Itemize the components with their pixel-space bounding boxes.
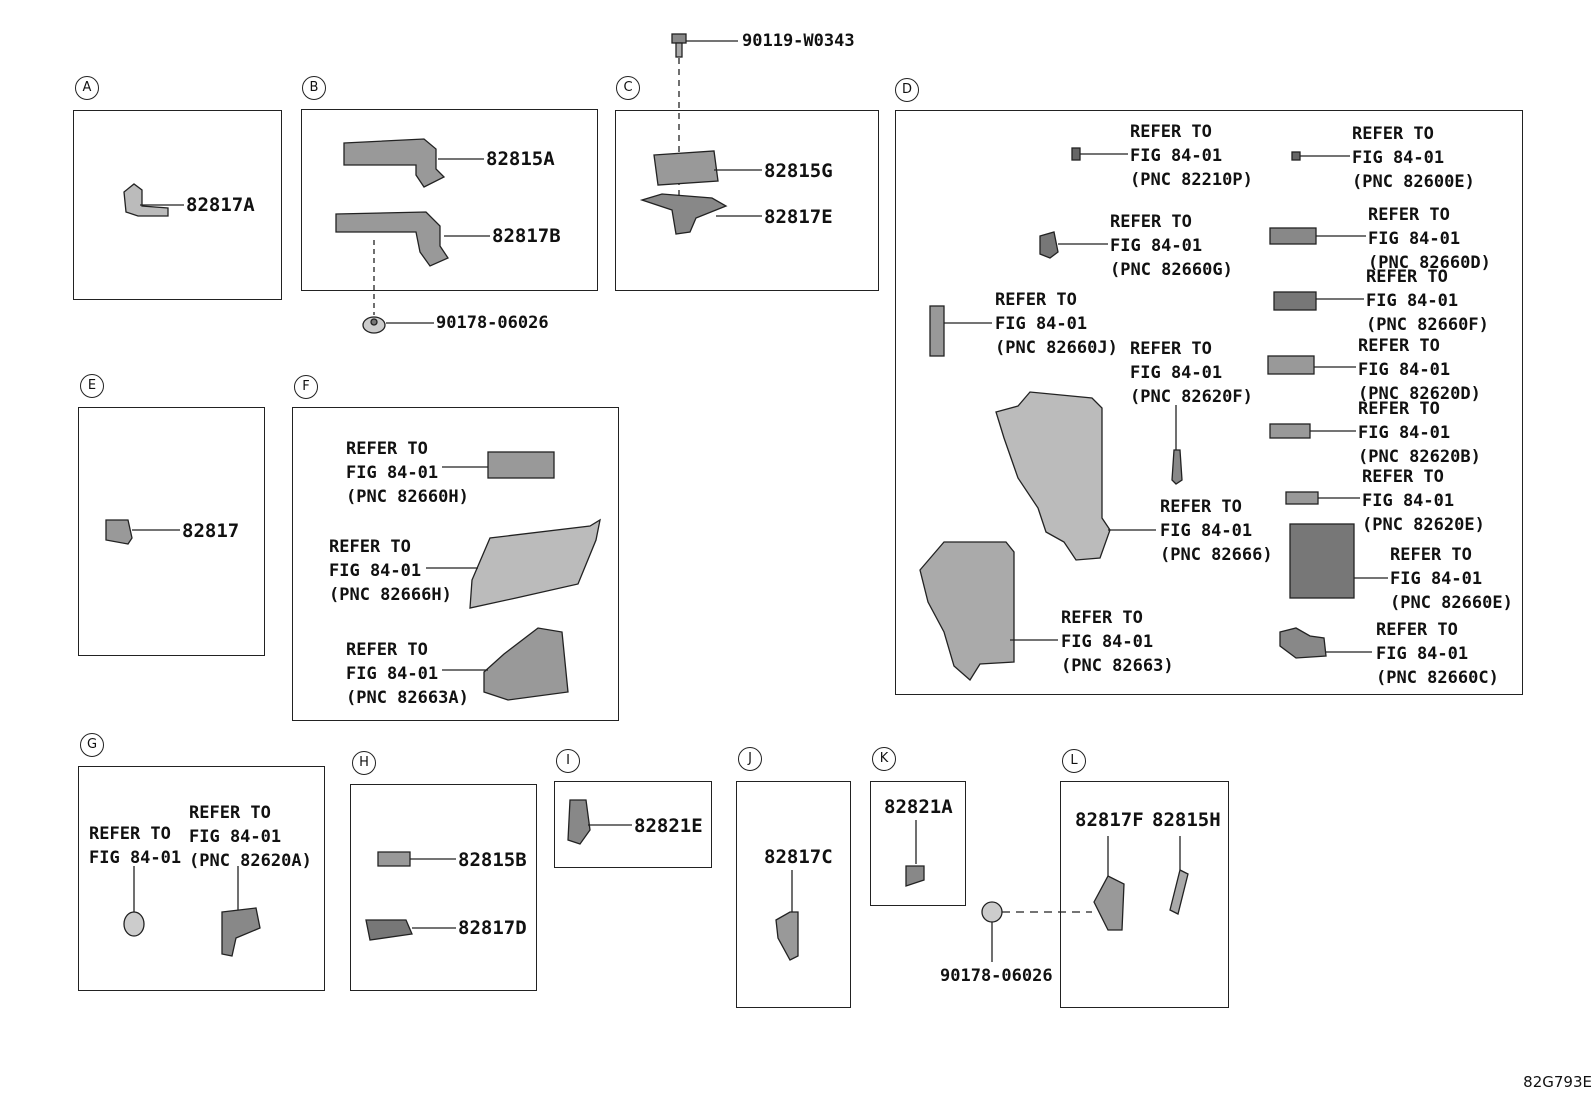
part-label-82817c: 82817C <box>764 846 833 868</box>
refer-note-82620f: REFER TO FIG 84-01 (PNC 82620F) <box>1130 339 1253 407</box>
section-marker-j: J <box>738 747 762 771</box>
part-label-82821a: 82821A <box>884 796 953 818</box>
connector-82660h-icon <box>487 451 555 479</box>
connector-82660f-icon <box>1273 291 1317 311</box>
cover-82815g-icon <box>653 150 719 186</box>
part-label-82821e: 82821E <box>634 815 703 837</box>
clip-82817d-icon <box>365 919 413 941</box>
connector-82660g-icon <box>1039 231 1059 259</box>
refer-note-82666: REFER TO FIG 84-01 (PNC 82666) <box>1160 497 1273 565</box>
refer-note-82660d: REFER TO FIG 84-01 (PNC 82660D) <box>1368 205 1491 273</box>
section-a-box <box>73 110 282 300</box>
clip-82815b-icon <box>377 851 411 867</box>
bracket-82817a-icon <box>123 183 169 217</box>
part-label-90119-w0343: 90119-W0343 <box>742 31 855 51</box>
fuse-box-82660e-icon <box>1289 523 1355 599</box>
cover-82817b-icon <box>335 211 449 267</box>
part-label-82815b: 82815B <box>458 849 527 871</box>
bracket-82815h-icon <box>1169 869 1189 915</box>
section-h-box <box>350 784 537 991</box>
connector-82620e-icon <box>1285 491 1319 505</box>
section-marker-b: B <box>302 76 326 100</box>
terminal-82620f-icon <box>1171 449 1183 485</box>
clip-82821e-icon <box>567 799 591 845</box>
section-i-box <box>554 781 712 868</box>
refer-note-g-left: REFER TO FIG 84-01 <box>89 824 182 868</box>
part-label-82817e: 82817E <box>764 206 833 228</box>
cover-82815a-icon <box>343 138 446 188</box>
part-label-82815h: 82815H <box>1152 809 1221 831</box>
part-label-82817f: 82817F <box>1075 809 1144 831</box>
bracket-82660c-icon <box>1279 627 1327 659</box>
connector-82210p-icon <box>1071 147 1081 161</box>
refer-note-82620b: REFER TO FIG 84-01 (PNC 82620B) <box>1358 399 1481 467</box>
cover-82666h-icon <box>469 518 601 609</box>
section-marker-l: L <box>1062 749 1086 773</box>
part-label-82817d: 82817D <box>458 917 527 939</box>
section-marker-g: G <box>80 733 104 757</box>
bracket-82817c-icon <box>775 911 799 961</box>
refer-note-82666h: REFER TO FIG 84-01 (PNC 82666H) <box>329 537 452 605</box>
part-label-82817: 82817 <box>182 520 240 542</box>
section-k-box <box>870 781 966 906</box>
section-j-box <box>736 781 851 1008</box>
connector-82620a-icon <box>221 907 261 957</box>
refer-note-82660f: REFER TO FIG 84-01 (PNC 82660F) <box>1366 267 1489 335</box>
connector-82620d-icon <box>1267 355 1315 375</box>
part-label-82815a: 82815A <box>486 148 555 170</box>
cover-82663a-icon <box>483 627 569 701</box>
refer-note-82620d: REFER TO FIG 84-01 (PNC 82620D) <box>1358 336 1481 404</box>
grommet-icon <box>123 911 145 937</box>
section-l-box <box>1060 781 1229 1008</box>
section-marker-d: D <box>895 78 919 102</box>
bolt-icon <box>671 33 687 58</box>
connector-82600e-icon <box>1291 151 1301 161</box>
clip-82817-icon <box>105 519 133 545</box>
refer-note-82660h: REFER TO FIG 84-01 (PNC 82660H) <box>346 439 469 507</box>
refer-note-82660c: REFER TO FIG 84-01 (PNC 82660C) <box>1376 620 1499 688</box>
bracket-82817e-icon <box>639 193 728 235</box>
section-e-box <box>78 407 265 656</box>
refer-note-82210p: REFER TO FIG 84-01 (PNC 82210P) <box>1130 122 1253 190</box>
bracket-82817f-icon <box>1093 875 1125 931</box>
part-label-90178-06026-l: 90178-06026 <box>940 966 1053 986</box>
refer-note-82660g: REFER TO FIG 84-01 (PNC 82660G) <box>1110 212 1233 280</box>
part-label-82815g: 82815G <box>764 160 833 182</box>
refer-note-82663: REFER TO FIG 84-01 (PNC 82663) <box>1061 608 1174 676</box>
refer-note-82663a: REFER TO FIG 84-01 (PNC 82663A) <box>346 640 469 708</box>
refer-note-82660j: REFER TO FIG 84-01 (PNC 82660J) <box>995 290 1118 358</box>
section-marker-i: I <box>556 749 580 773</box>
clip-icon <box>362 316 386 334</box>
connector-82620b-icon <box>1269 423 1311 439</box>
clip-90178-l-icon <box>981 901 1003 923</box>
refer-note-82660e: REFER TO FIG 84-01 (PNC 82660E) <box>1390 545 1513 613</box>
part-label-90178-06026-b: 90178-06026 <box>436 313 549 333</box>
connector-82660d-icon <box>1269 227 1317 245</box>
junction-block-82663-icon <box>919 541 1015 681</box>
refer-note-82600e: REFER TO FIG 84-01 (PNC 82600E) <box>1352 124 1475 192</box>
clip-82821a-icon <box>905 865 925 887</box>
relay-block-82666-icon <box>995 391 1111 561</box>
section-marker-e: E <box>80 374 104 398</box>
section-marker-f: F <box>294 375 318 399</box>
section-f-box <box>292 407 619 721</box>
section-b-box <box>301 109 598 291</box>
section-marker-h: H <box>352 751 376 775</box>
section-d-box <box>895 110 1523 695</box>
part-label-82817b: 82817B <box>492 225 561 247</box>
section-marker-a: A <box>75 76 99 100</box>
connector-82660j-icon <box>929 305 945 357</box>
section-g-box <box>78 766 325 991</box>
part-label-82817a: 82817A <box>186 194 255 216</box>
section-marker-c: C <box>616 76 640 100</box>
refer-note-82620e: REFER TO FIG 84-01 (PNC 82620E) <box>1362 467 1485 535</box>
section-marker-k: K <box>872 747 896 771</box>
refer-note-82620a: REFER TO FIG 84-01 (PNC 82620A) <box>189 803 312 871</box>
figure-id: 82G793E <box>1523 1073 1592 1091</box>
section-c-box <box>615 110 879 291</box>
